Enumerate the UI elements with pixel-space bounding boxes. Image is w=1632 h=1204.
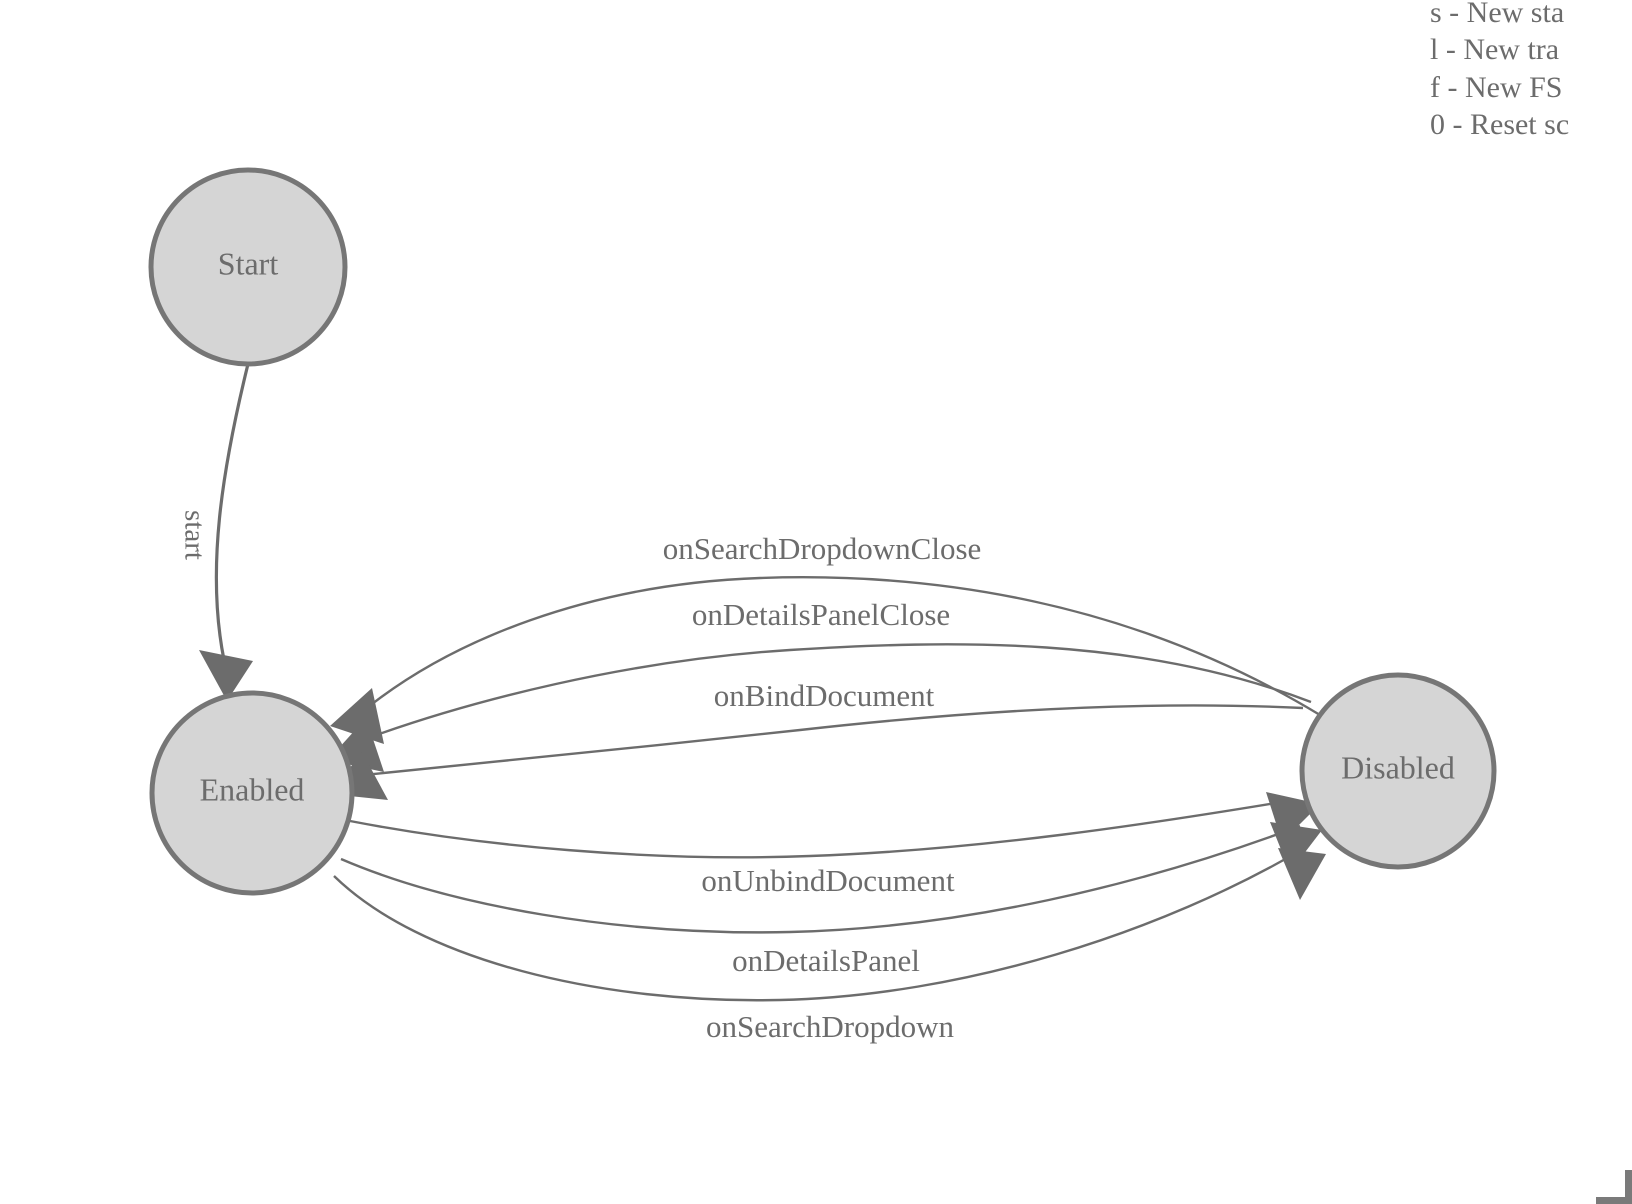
edge-on-search-dropdown-close[interactable]: onSearchDropdownClose xyxy=(330,531,1321,744)
node-disabled-circle[interactable] xyxy=(1299,672,1497,870)
arrowhead-on-details-panel xyxy=(1270,822,1322,872)
edge-label-on-bind-document: onBindDocument xyxy=(714,678,935,713)
legend-line-reset-scale: 0 - Reset sc xyxy=(1430,108,1569,141)
edge-path-on-details-panel xyxy=(340,824,1301,934)
edge-path-start xyxy=(214,363,250,661)
edge-on-search-dropdown[interactable]: onSearchDropdown xyxy=(333,844,1326,1044)
edge-label-on-unbind-document: onUnbindDocument xyxy=(701,863,955,898)
keyboard-shortcut-legend: s - New sta l - New tra f - New FS 0 - R… xyxy=(1430,0,1569,141)
vertical-scrollbar-thumb[interactable] xyxy=(1625,1170,1632,1204)
node-enabled[interactable]: Enabled xyxy=(149,690,355,896)
edge-start-to-enabled[interactable]: start xyxy=(178,363,253,701)
legend-line-new-transition: l - New tra xyxy=(1430,33,1559,66)
edge-on-details-panel-close[interactable]: onDetailsPanelClose xyxy=(328,597,1312,772)
edge-label-on-search-dropdown: onSearchDropdown xyxy=(706,1009,954,1044)
node-start[interactable]: Start xyxy=(148,167,348,367)
edge-on-bind-document[interactable]: onBindDocument xyxy=(330,678,1304,800)
node-enabled-circle[interactable] xyxy=(149,690,355,896)
node-start-label: Start xyxy=(218,245,279,281)
node-disabled[interactable]: Disabled xyxy=(1299,672,1497,870)
edge-on-unbind-document[interactable]: onUnbindDocument xyxy=(349,792,1320,898)
edge-path-on-search-dropdown xyxy=(333,844,1309,1002)
edge-on-details-panel[interactable]: onDetailsPanel xyxy=(340,822,1322,978)
arrowhead-start-to-enabled xyxy=(199,650,253,701)
legend-line-new-state: s - New sta xyxy=(1430,0,1564,29)
horizontal-scrollbar-thumb[interactable] xyxy=(1596,1197,1625,1204)
legend-line-new-fsm: f - New FS xyxy=(1430,71,1563,104)
arrowhead-on-search-dropdown-close xyxy=(330,688,384,744)
node-enabled-label: Enabled xyxy=(200,771,305,807)
edge-path-on-details-panel-close xyxy=(356,643,1312,744)
edge-label-start: start xyxy=(178,510,210,560)
edge-path-on-search-dropdown-close xyxy=(361,576,1321,717)
edge-path-on-unbind-document xyxy=(349,798,1295,859)
edge-label-on-details-panel-close: onDetailsPanelClose xyxy=(692,597,950,632)
node-start-circle[interactable] xyxy=(148,167,348,367)
edge-label-on-search-dropdown-close: onSearchDropdownClose xyxy=(663,531,982,566)
node-disabled-label: Disabled xyxy=(1341,749,1455,785)
arrowhead-on-search-dropdown xyxy=(1278,848,1326,900)
edge-label-on-details-panel: onDetailsPanel xyxy=(732,943,920,978)
edge-path-on-bind-document xyxy=(353,704,1304,778)
